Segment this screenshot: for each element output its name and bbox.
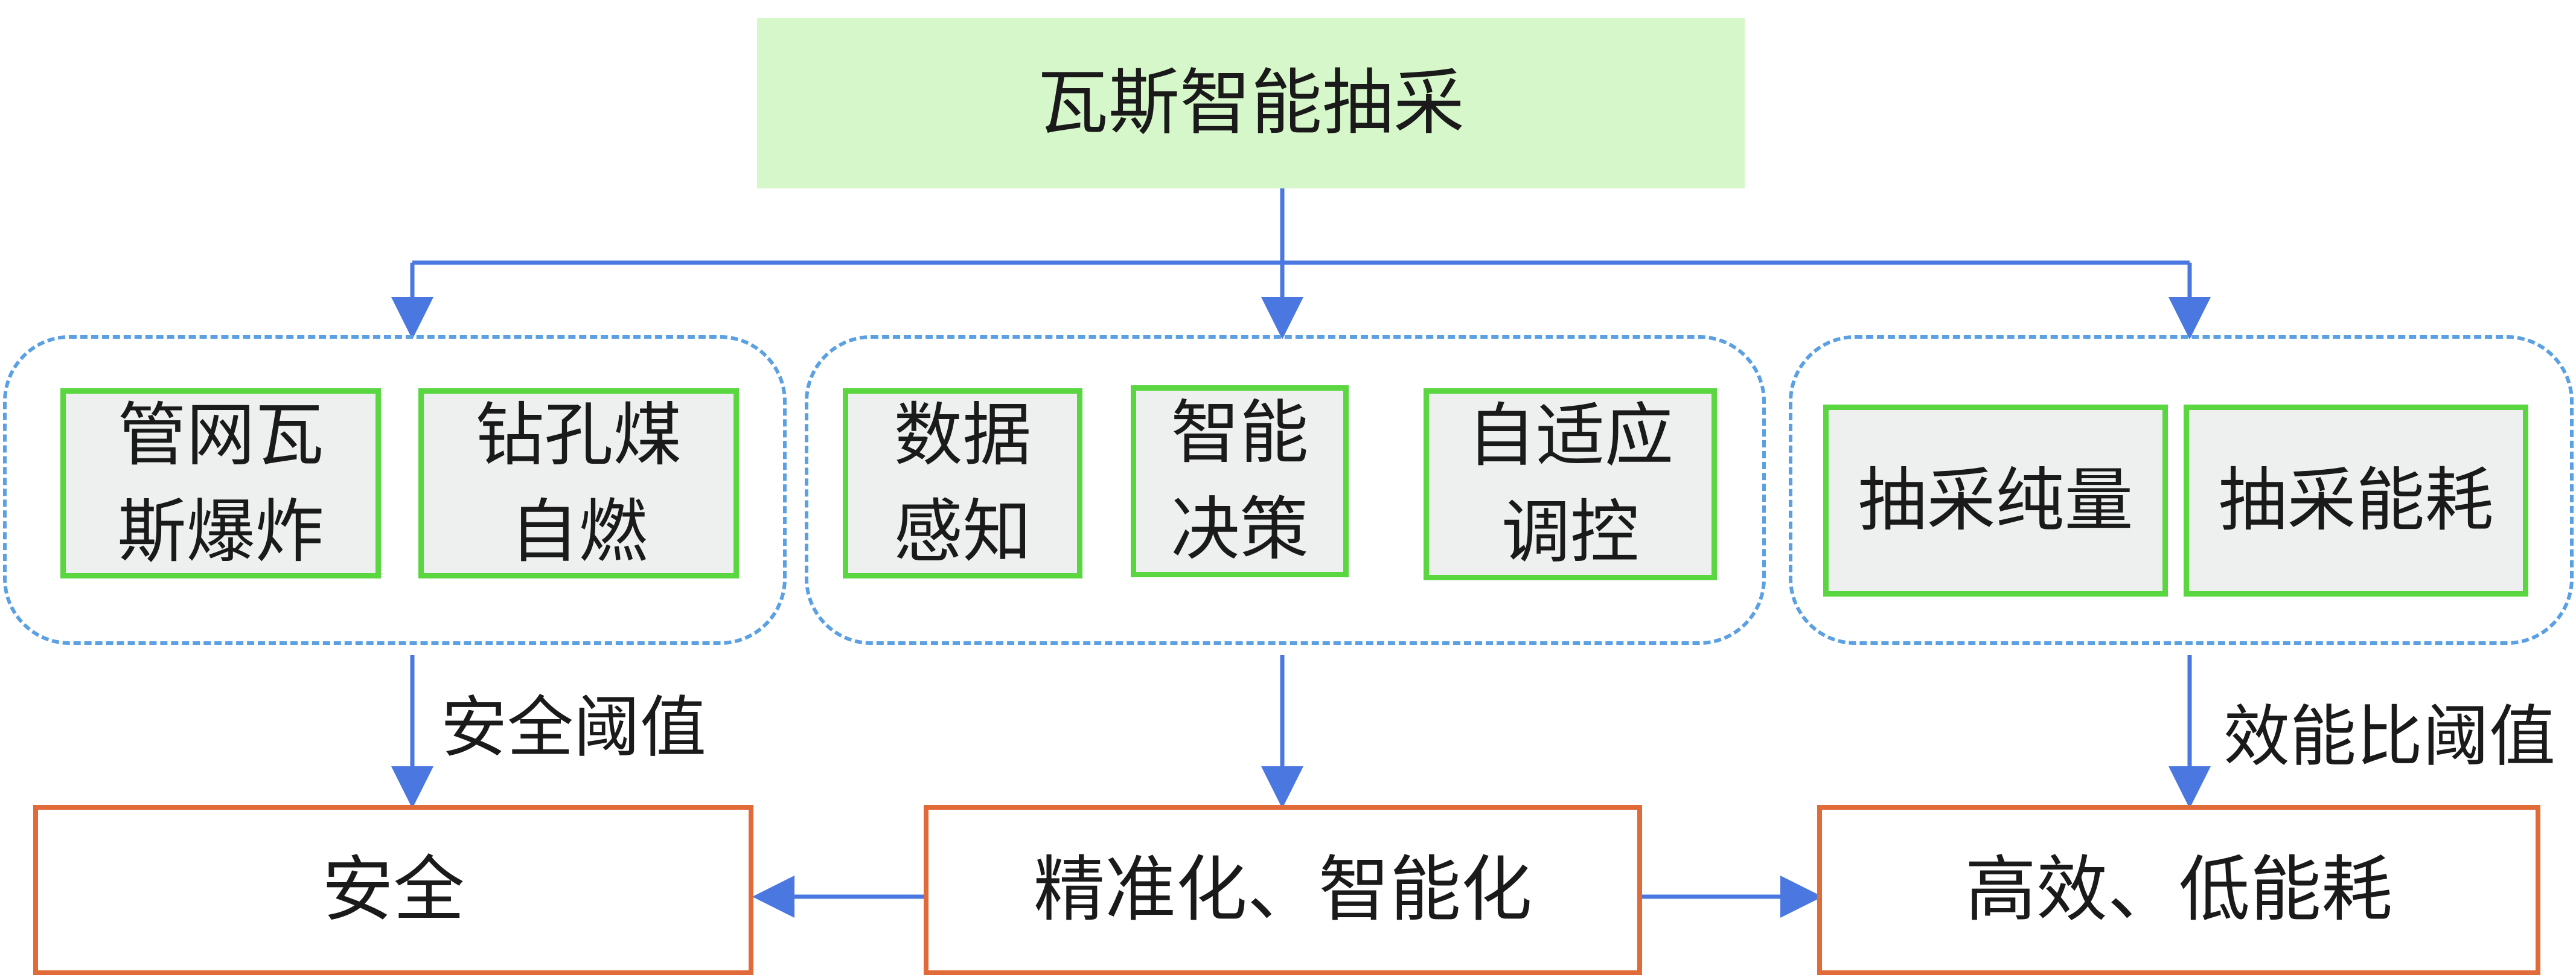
group-safety-risks — [3, 335, 787, 645]
node-drainage-energy-consumption-label: 抽采能耗 — [2218, 460, 2494, 541]
node-drainage-energy-consumption: 抽采能耗 — [2184, 405, 2528, 597]
output-precision-intelligence-label: 精准化、智能化 — [1033, 848, 1532, 932]
node-borehole-coal-combustion-line1: 钻孔煤 — [475, 394, 682, 475]
node-drainage-pure-volume-label: 抽采纯量 — [1858, 460, 2133, 541]
group-intelligent-control — [805, 335, 1766, 645]
node-drainage-pure-volume: 抽采纯量 — [1823, 405, 2168, 597]
node-pipeline-gas-explosion-line1: 管网瓦 — [117, 394, 324, 475]
node-data-sensing-line2: 感知 — [893, 491, 1032, 572]
edge-label-safety-threshold: 安全阈值 — [441, 689, 706, 766]
node-adaptive-regulation-line1: 自适应 — [1466, 396, 1673, 476]
output-precision-intelligence: 精准化、智能化 — [924, 805, 1642, 975]
output-safety: 安全 — [33, 805, 753, 975]
top-node-gas-drainage: 瓦斯智能抽采 — [757, 18, 1745, 188]
output-safety-label: 安全 — [322, 848, 465, 932]
node-borehole-coal-combustion: 钻孔煤 自燃 — [418, 388, 739, 578]
top-node-label: 瓦斯智能抽采 — [1037, 61, 1465, 145]
node-pipeline-gas-explosion-line2: 斯爆炸 — [117, 491, 324, 572]
output-efficiency-low-energy-label: 高效、低能耗 — [1964, 848, 2392, 932]
node-intelligent-decision-line2: 决策 — [1171, 489, 1309, 569]
node-intelligent-decision: 智能 决策 — [1131, 385, 1349, 577]
node-adaptive-regulation-line2: 调控 — [1501, 492, 1639, 572]
node-data-sensing: 数据 感知 — [843, 388, 1082, 578]
edge-label-efficiency-threshold: 效能比阈值 — [2223, 698, 2555, 775]
node-intelligent-decision-line1: 智能 — [1171, 392, 1309, 473]
group-efficiency-metrics — [1789, 335, 2574, 645]
node-adaptive-regulation: 自适应 调控 — [1424, 388, 1717, 580]
node-borehole-coal-combustion-line2: 自燃 — [510, 491, 648, 572]
node-pipeline-gas-explosion: 管网瓦 斯爆炸 — [60, 388, 381, 578]
output-efficiency-low-energy: 高效、低能耗 — [1817, 805, 2540, 975]
node-data-sensing-line1: 数据 — [893, 394, 1032, 475]
